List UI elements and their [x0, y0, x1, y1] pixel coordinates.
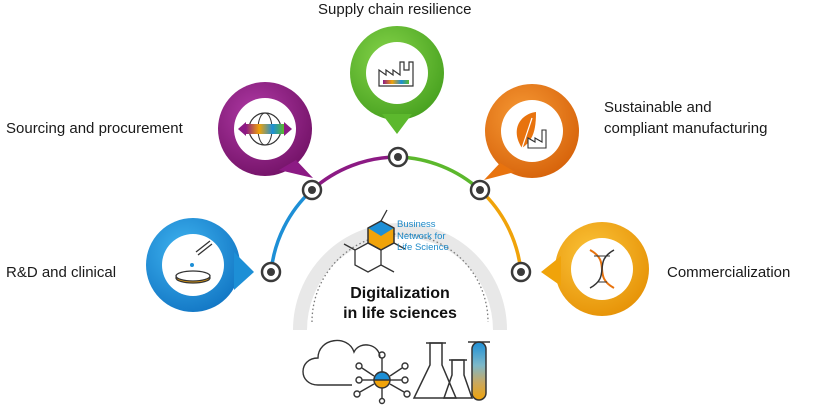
bubble-sustainable-manufacturing	[484, 84, 579, 180]
label-sourcing-procurement: Sourcing and procurement	[6, 120, 183, 137]
bubble-rd-clinical	[146, 218, 254, 312]
petri-dish-pipette-icon	[175, 240, 213, 284]
center-title-line: in life sciences	[343, 305, 457, 322]
label-sustainable-line1: Sustainable and	[604, 99, 712, 116]
bubble-supply-chain	[350, 26, 444, 134]
brand-line: Business	[397, 219, 436, 230]
bubble-sourcing-procurement	[218, 82, 313, 178]
label-supply-chain: Supply chain resilience	[318, 1, 472, 18]
arc-segment-blue	[269, 188, 314, 273]
brand-line: Life Science	[397, 242, 449, 253]
arc-segment-orange	[478, 188, 523, 273]
connector-node	[387, 146, 409, 168]
arc-segment-green	[397, 155, 482, 192]
connector-node	[510, 261, 532, 283]
brand-text: Business Network for Life Science	[397, 219, 449, 254]
factory-icon	[378, 61, 414, 87]
center-title: Digitalization in life sciences	[300, 284, 500, 324]
center-shadow-arc	[293, 223, 507, 331]
cloud-network-icon	[302, 339, 411, 405]
globe-arrows-icon	[238, 112, 292, 146]
molecule-logo-icon	[343, 209, 406, 273]
arc-segment-purple	[310, 155, 399, 192]
connector-node	[260, 261, 282, 283]
leaf-factory-icon	[516, 112, 547, 149]
dna-helix-icon	[589, 249, 615, 289]
connector-node	[469, 179, 491, 201]
center-dotted-arc	[311, 233, 489, 323]
lab-flasks-icon	[412, 341, 490, 401]
bubble-commercialization	[541, 222, 649, 316]
label-rd-clinical: R&D and clinical	[6, 264, 117, 281]
label-sustainable-line2: compliant manufacturing	[604, 120, 768, 137]
label-commercialization: Commercialization	[667, 264, 791, 281]
center-title-line: Digitalization	[350, 285, 450, 302]
connector-node	[301, 179, 323, 201]
brand-line: Network for	[397, 230, 446, 242]
